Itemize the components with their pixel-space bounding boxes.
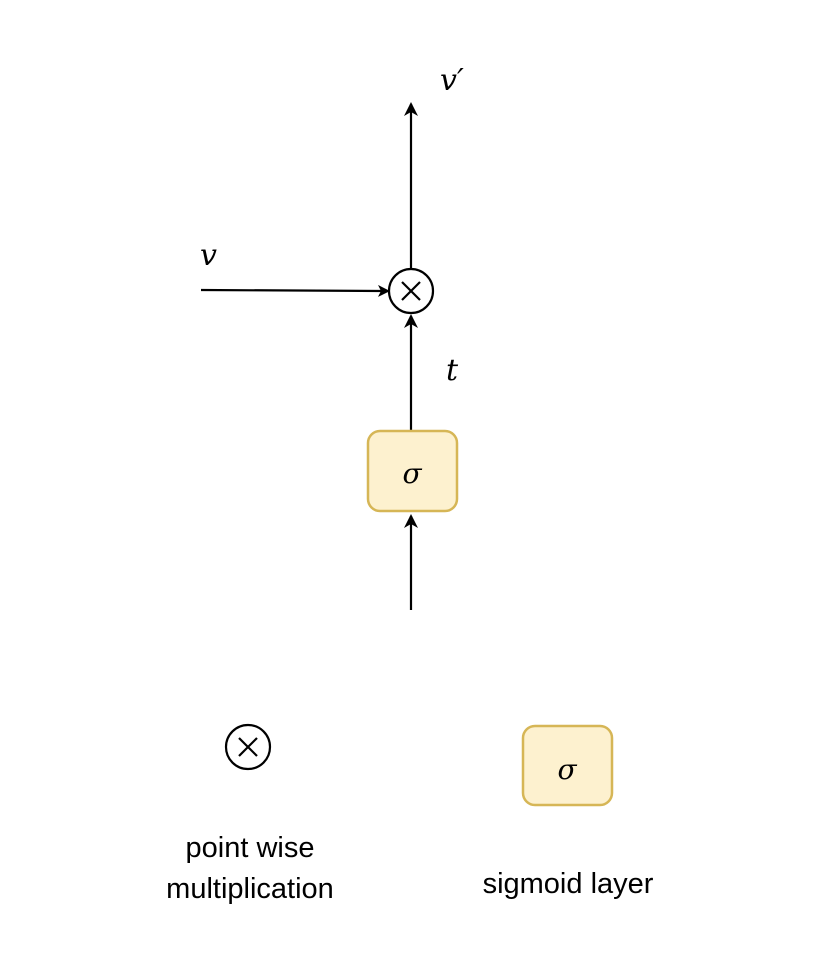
multiply-node xyxy=(387,267,435,315)
sigmoid-node: σ xyxy=(366,429,459,513)
legend-multiply-label-line2: multiplication xyxy=(166,873,334,905)
legend-multiply-icon xyxy=(238,737,258,757)
legend-sigmoid-label: sigmoid layer xyxy=(483,868,654,900)
label-input-v: v xyxy=(200,238,217,273)
legend-multiply-label-line1: point wise xyxy=(186,832,315,864)
edge-v-to-multiply xyxy=(200,284,390,297)
label-output-v-prime: v′ xyxy=(440,63,464,98)
legend-multiply: point wise multiplication xyxy=(166,723,334,905)
sigmoid-symbol: σ xyxy=(402,457,422,490)
multiply-icon xyxy=(401,281,421,301)
label-gate-t: t xyxy=(446,353,459,388)
legend-sigmoid: σ sigmoid layer xyxy=(483,724,654,900)
legend-sigmoid-symbol: σ xyxy=(557,753,577,786)
